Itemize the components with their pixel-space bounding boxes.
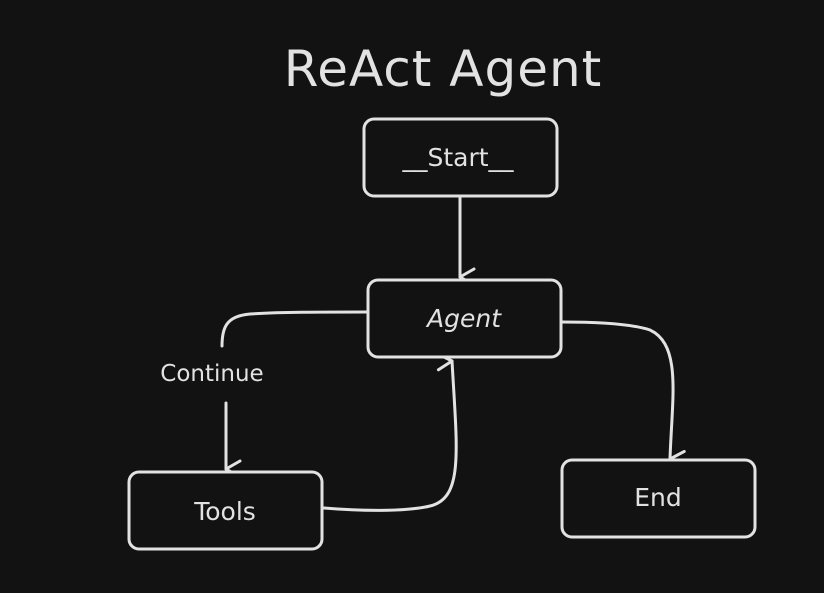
node-tools-label: Tools bbox=[193, 497, 256, 526]
node-agent-label: Agent bbox=[425, 304, 502, 333]
edge-tools-to-agent bbox=[322, 352, 458, 512]
edge-label-continue: Continue bbox=[160, 361, 263, 387]
edge-agent-to-tools-top bbox=[220, 310, 370, 348]
node-agent-box bbox=[366, 278, 563, 359]
diagram-title: ReAct Agent bbox=[284, 40, 603, 98]
node-tools: Tools bbox=[127, 470, 324, 551]
edge-agent-to-end bbox=[560, 320, 686, 469]
node-start-box bbox=[362, 117, 559, 198]
node-agent: Agent bbox=[366, 278, 563, 359]
node-end-box bbox=[560, 458, 757, 539]
node-start: __Start__ bbox=[362, 117, 559, 198]
node-tools-box bbox=[127, 470, 324, 551]
node-start-label: __Start__ bbox=[401, 143, 514, 172]
node-end-label: End bbox=[634, 483, 682, 512]
node-end: End bbox=[560, 458, 757, 539]
